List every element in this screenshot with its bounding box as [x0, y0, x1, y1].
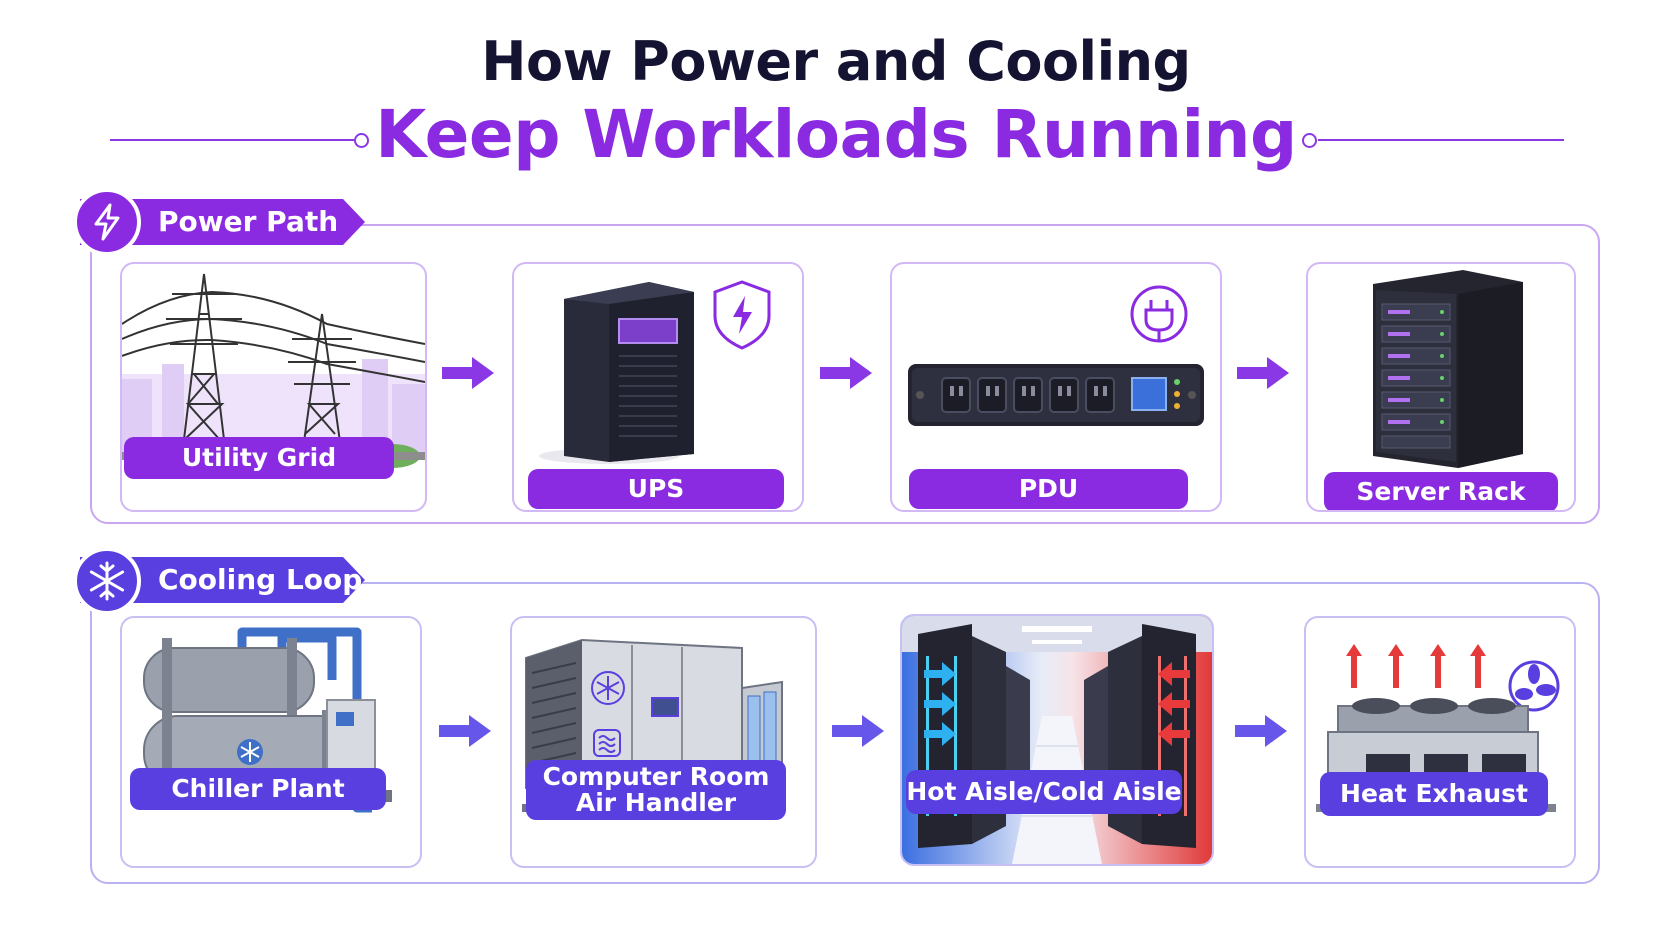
pdu-label: PDU [909, 469, 1188, 509]
chiller-plant-label: Chiller Plant [130, 768, 386, 810]
ups-label: UPS [528, 469, 784, 509]
air-handler-label-line-2: Air Handler [575, 788, 737, 817]
air-handler-icon [522, 638, 784, 812]
cooling-tab-line [350, 582, 1570, 584]
ups-card: UPS [512, 262, 804, 512]
lightning-bolt-icon [94, 203, 120, 241]
power-tab-badge [73, 188, 141, 256]
server-aisle-icon [902, 616, 1212, 864]
arrow-right-icon [1237, 357, 1289, 389]
air-handler-label: Computer Room Air Handler [526, 760, 786, 820]
air-handler-label-line-1: Computer Room [542, 762, 770, 791]
arrow-right-icon [439, 715, 491, 747]
arrow-right-icon [832, 715, 884, 747]
utility-grid-card: Utility Grid [120, 262, 427, 512]
title-rule-left [110, 139, 354, 141]
hot-cold-aisle-label: Hot Aisle/Cold Aisle [906, 770, 1182, 814]
arrow-right-icon [442, 357, 494, 389]
server-rack-label: Server Rack [1324, 472, 1558, 510]
arrow-right-icon [820, 357, 872, 389]
power-tab-line [350, 224, 1570, 226]
title-dot-left [354, 133, 369, 148]
power-path-heading: Power Path [158, 205, 339, 238]
title-line-1: How Power and Cooling [481, 30, 1191, 93]
heat-exhaust-card: Heat Exhaust [1304, 616, 1576, 868]
chiller-plant-card: Chiller Plant [120, 616, 422, 868]
cooling-loop-heading: Cooling Loop [158, 563, 363, 596]
title-dot-right [1302, 133, 1317, 148]
server-rack-icon [1373, 270, 1523, 468]
cooling-tab-badge [73, 547, 141, 615]
pdu-card: PDU [890, 262, 1222, 512]
arrow-right-icon [1235, 715, 1287, 747]
heat-exhaust-label: Heat Exhaust [1320, 772, 1548, 816]
chiller-icon [132, 627, 392, 813]
snowflake-icon [89, 561, 125, 601]
server-rack-card: Server Rack [1306, 262, 1576, 512]
title-rule-right [1318, 139, 1564, 141]
ups-cabinet-icon [539, 280, 771, 464]
air-handler-card: Computer Room Air Handler [510, 616, 817, 868]
utility-grid-label: Utility Grid [124, 437, 394, 479]
title-line-2: Keep Workloads Running [375, 96, 1297, 173]
power-strip-icon [908, 285, 1204, 426]
rooftop-exhaust-icon [1316, 644, 1560, 812]
hot-cold-aisle-card: Hot Aisle/Cold Aisle [900, 614, 1214, 866]
